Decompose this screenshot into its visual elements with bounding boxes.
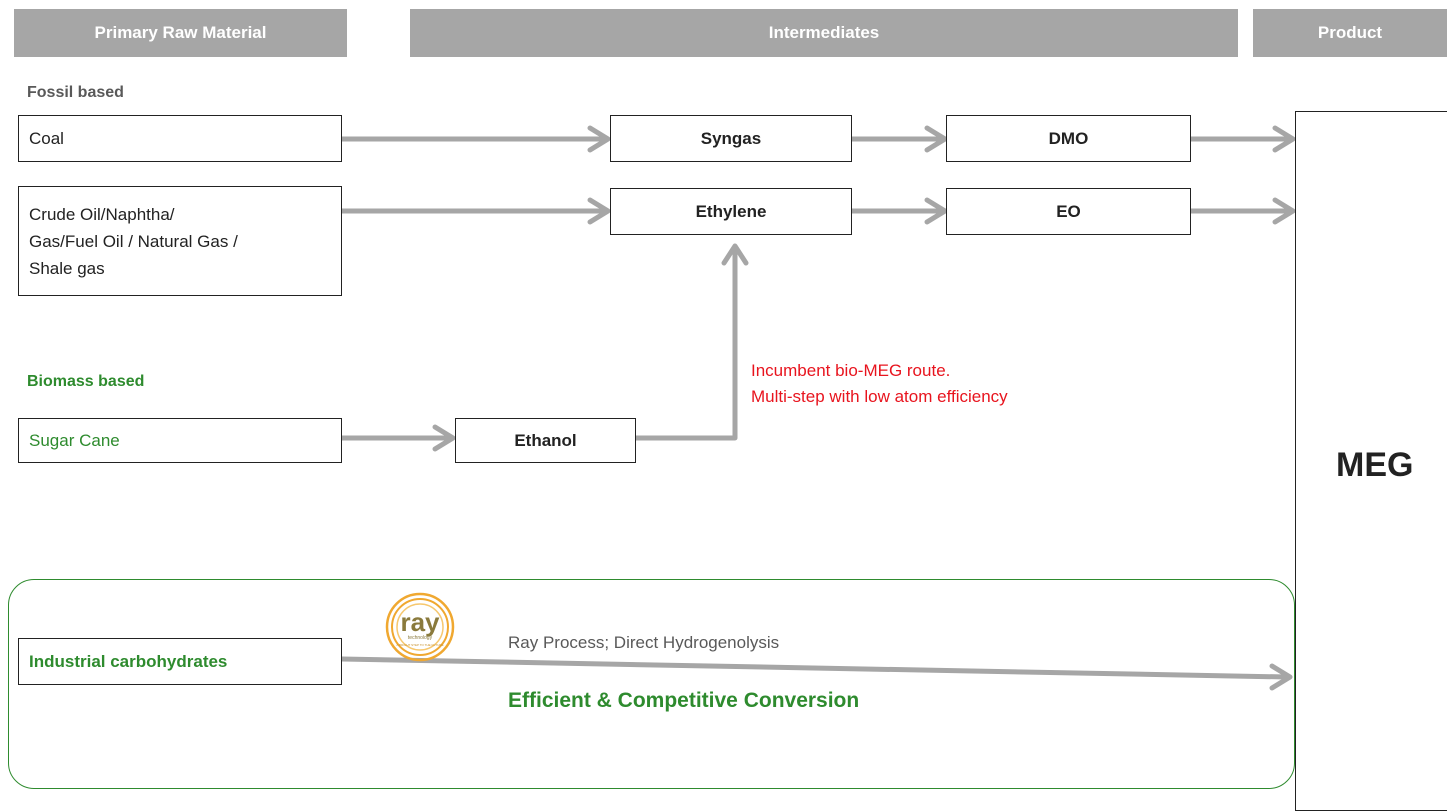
ray-process-note: Ray Process; Direct Hydrogenolysis [508, 633, 780, 652]
crude-oil-line-2: Gas/Fuel Oil / Natural Gas / [29, 231, 238, 251]
arrowhead-dmo-meg [1272, 125, 1296, 153]
incumbent-note-line-2: Multi-step with low atom efficiency [751, 387, 1008, 406]
ray-logo-sub: technology [408, 635, 433, 641]
section-biomass-label: Biomass based [27, 373, 145, 390]
arrowhead-sugar-ethanol [432, 424, 456, 452]
crude-oil-label: Crude Oil/Naphtha/ Gas/Fuel Oil / Natura… [29, 201, 238, 282]
incumbent-route-note: Incumbent bio-MEG route. Multi-step with… [751, 358, 1008, 410]
ray-logo-tagline: A BRIGHT STEP TO THE FUTURE [396, 643, 443, 647]
syngas-label: Syngas [700, 128, 762, 148]
header-intermediates: Intermediates [410, 9, 1238, 57]
ethanol-box: Ethanol [455, 418, 636, 463]
arrowhead-ethylene-eo [924, 197, 948, 225]
header-product: Product [1253, 9, 1447, 57]
eo-label: EO [1056, 201, 1081, 221]
arrowhead-carbs-meg [1269, 663, 1293, 691]
ethylene-label: Ethylene [695, 201, 767, 221]
coal-label: Coal [29, 128, 64, 148]
carbohydrate-route-container [8, 579, 1295, 789]
dmo-label: DMO [1048, 128, 1089, 148]
arrowhead-syngas-dmo [924, 125, 948, 153]
ethanol-label: Ethanol [514, 430, 577, 450]
sugar-cane-label: Sugar Cane [29, 430, 120, 450]
industrial-carbohydrates-box: Industrial carbohydrates [18, 638, 342, 685]
ray-logo-graphic: ray technology A BRIGHT STEP TO THE FUTU… [385, 592, 455, 662]
header-raw-material: Primary Raw Material [14, 9, 347, 57]
incumbent-note-line-1: Incumbent bio-MEG route. [751, 361, 951, 380]
arrow-ethanol-ethylene [633, 245, 738, 441]
crude-oil-line-1: Crude Oil/Naphtha/ [29, 204, 175, 224]
arrowhead-coal-syngas [587, 125, 611, 153]
ethylene-box: Ethylene [610, 188, 852, 235]
ray-technology-logo: ray technology A BRIGHT STEP TO THE FUTU… [377, 592, 463, 662]
syngas-box: Syngas [610, 115, 852, 162]
arrowhead-crude-ethylene [587, 197, 611, 225]
arrowhead-ethanol-ethylene [721, 243, 749, 266]
crude-oil-line-3: Shale gas [29, 258, 105, 278]
meg-product-box: MEG [1295, 111, 1447, 811]
arrow-carbs-meg [339, 656, 1290, 680]
dmo-box: DMO [946, 115, 1191, 162]
ray-logo-word: ray [400, 607, 440, 637]
efficient-conversion-note: Efficient & Competitive Conversion [508, 689, 860, 712]
arrowhead-eo-meg [1272, 197, 1296, 225]
industrial-carbohydrates-label: Industrial carbohydrates [29, 651, 228, 671]
eo-box: EO [946, 188, 1191, 235]
sugar-cane-box: Sugar Cane [18, 418, 342, 463]
meg-label: MEG [1336, 446, 1414, 484]
section-fossil-label: Fossil based [27, 84, 124, 101]
crude-oil-box: Crude Oil/Naphtha/ Gas/Fuel Oil / Natura… [18, 186, 342, 296]
coal-box: Coal [18, 115, 342, 162]
